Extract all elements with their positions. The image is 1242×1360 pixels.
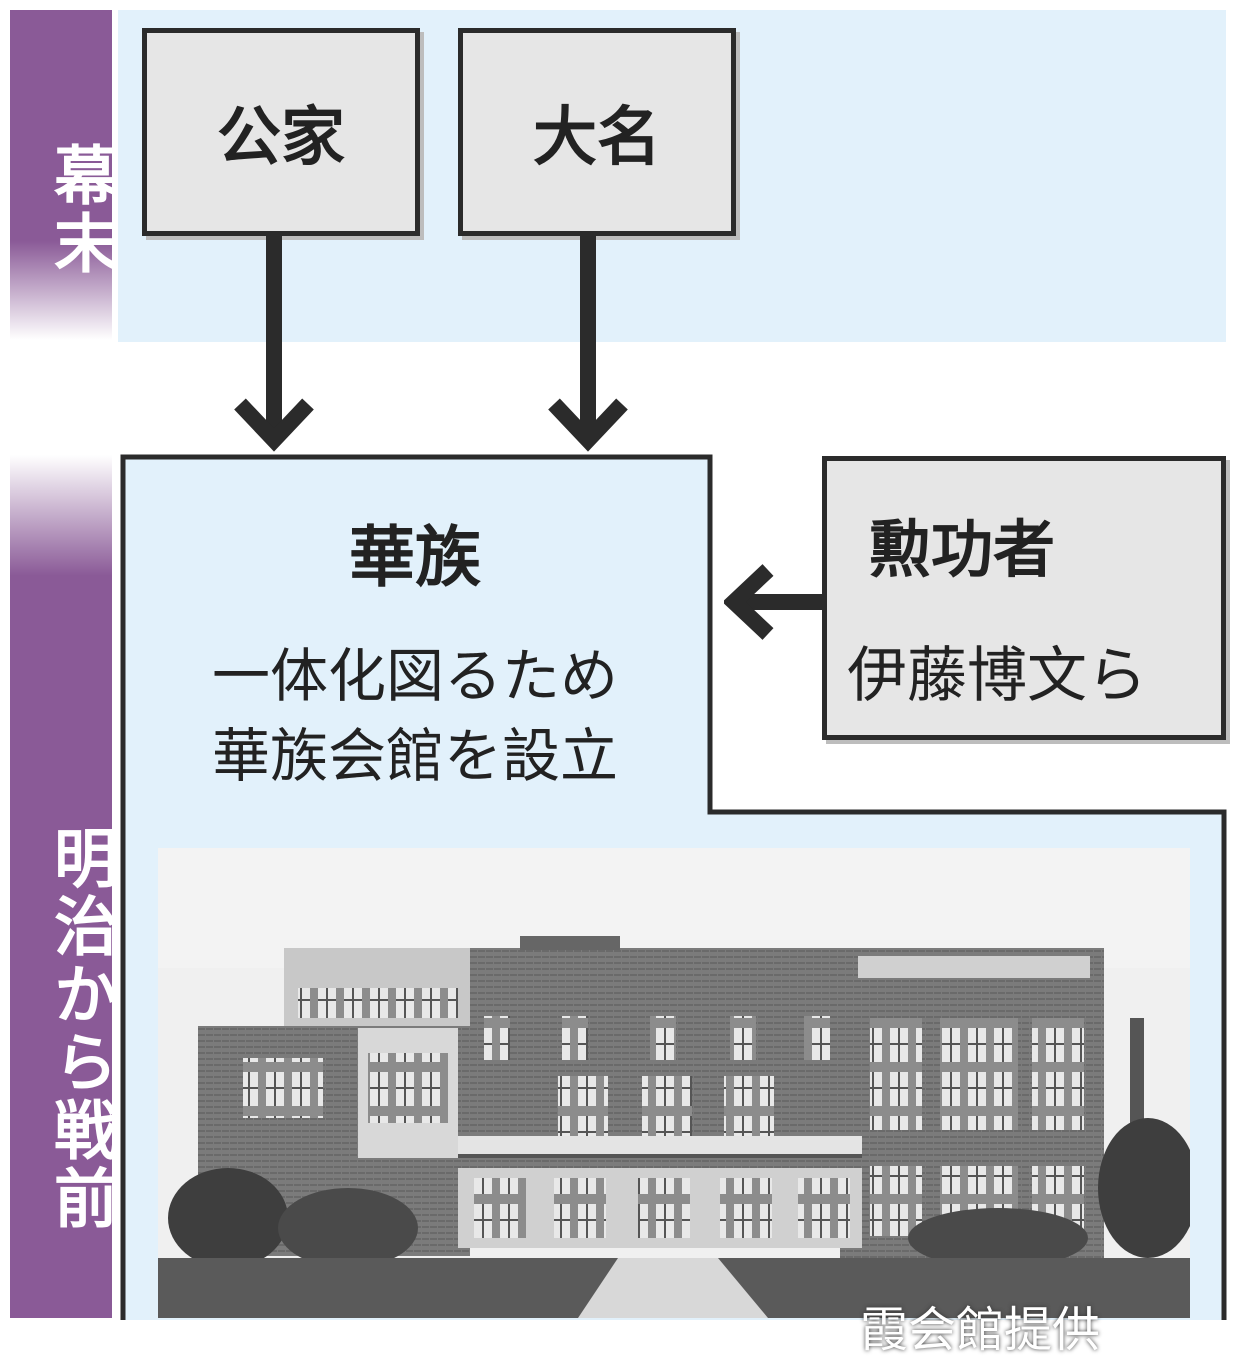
era-label-bakumatsu-text: 幕末 bbox=[43, 142, 117, 278]
arrow-kuge-to-kazoku bbox=[234, 236, 314, 452]
box-daimyo-label: 大名 bbox=[533, 101, 661, 175]
box-kunkosha-title: 勲功者 bbox=[869, 513, 1056, 586]
arrow-kunkosha-to-kazoku bbox=[724, 564, 824, 640]
box-kunkosha: 勲功者 伊藤博文ら bbox=[822, 456, 1226, 740]
box-kuge-label: 公家 bbox=[217, 101, 345, 175]
era-label-bakumatsu: 幕末 bbox=[10, 10, 117, 340]
era-label-meiji-to-prewar: 明治から戦前 bbox=[10, 455, 117, 1318]
box-daimyo: 大名 bbox=[458, 28, 736, 236]
era-label-meiji-to-prewar-text: 明治から戦前 bbox=[43, 825, 117, 1233]
kazoku-description-line2: 華族会館を設立 bbox=[211, 722, 618, 790]
kazoku-description-line1: 一体化図るため bbox=[211, 642, 618, 710]
kazoku-kaikan-photo bbox=[158, 848, 1190, 1318]
arrow-daimyo-to-kazoku bbox=[548, 236, 628, 452]
box-kunkosha-subtitle: 伊藤博文ら bbox=[847, 641, 1147, 711]
box-kuge: 公家 bbox=[142, 28, 420, 236]
kazoku-title: 華族 bbox=[349, 519, 481, 596]
kazoku-kaikan-building-image bbox=[158, 848, 1190, 1318]
photo-credit: 霞会館提供 bbox=[860, 1302, 1101, 1358]
